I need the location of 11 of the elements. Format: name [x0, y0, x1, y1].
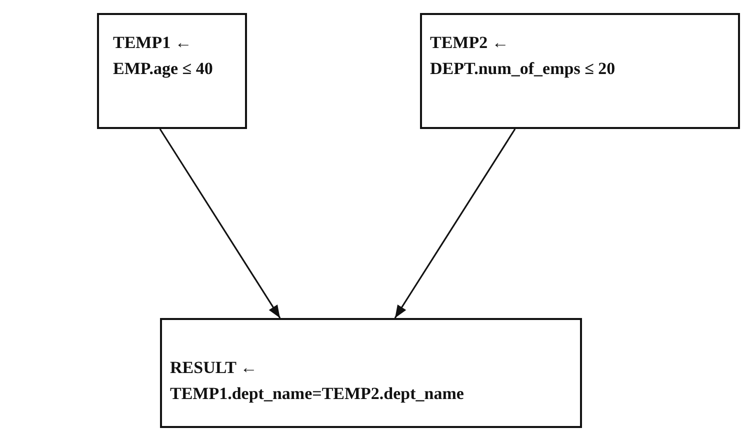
assignment-label: RESULT ← [170, 358, 258, 378]
process-box [160, 318, 582, 428]
assignment-label: TEMP2 ← [430, 33, 510, 53]
condition-text: TEMP1.dept_name=TEMP2.dept_name [170, 384, 465, 404]
condition-text: EMP.age ≤ 40 [113, 59, 214, 79]
assignment-label: TEMP1 ← [113, 33, 193, 53]
process-box [97, 13, 247, 129]
arrow [394, 128, 516, 318]
process-box [420, 13, 740, 129]
condition-text: DEPT.num_of_emps ≤ 20 [430, 59, 616, 79]
arrow [159, 128, 281, 318]
